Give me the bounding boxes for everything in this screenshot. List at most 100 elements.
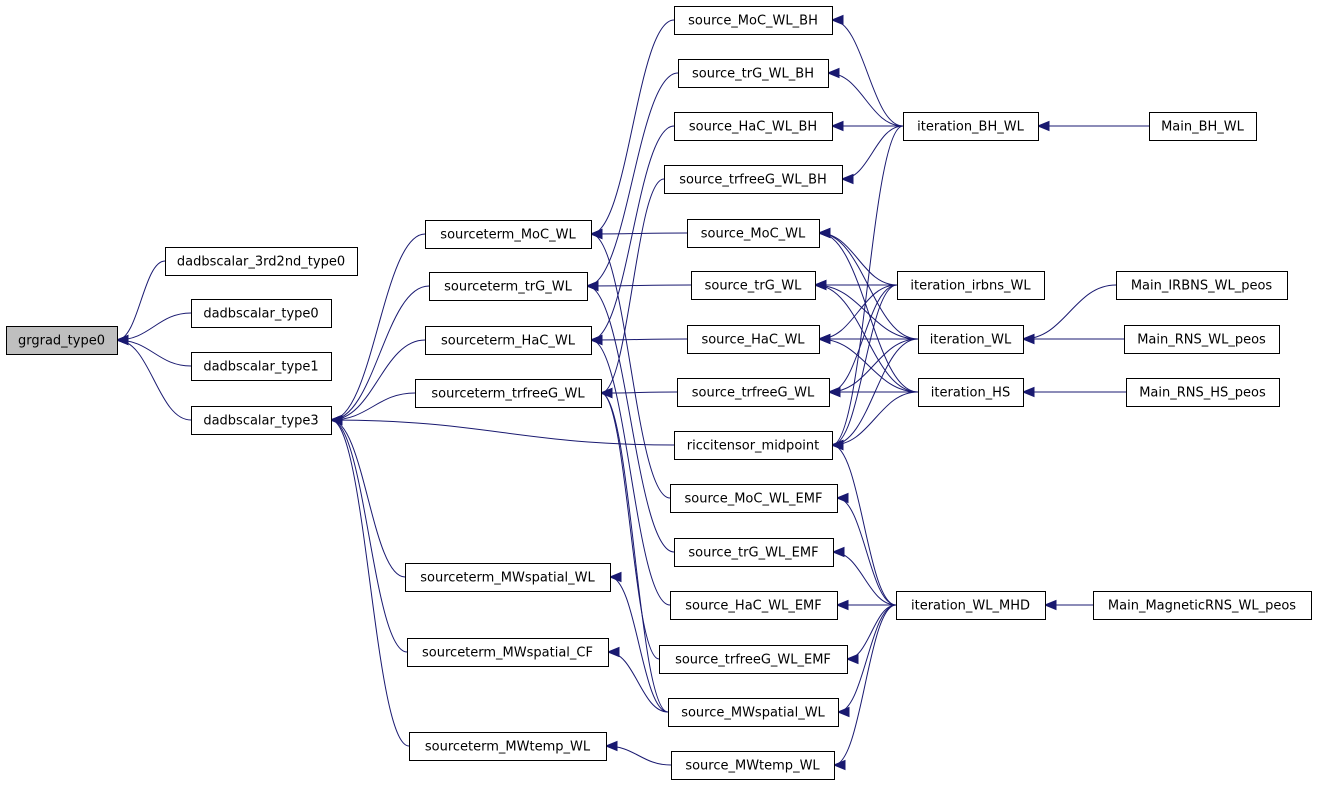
node-box [425,220,592,249]
edge-sourceterm_trG_WL-to-dadbscalar_type3 [330,285,430,421]
arrowhead-iteration_HS-to-source_HaC_WL [817,333,831,345]
node-box [659,645,848,674]
arrowhead-iteration_BH_WL-to-source_MoC_WL_BH [830,14,844,26]
arrowhead-iteration_BH_WL-to-source_trfreeG_WL_BH [840,173,854,185]
node-source_trfreeG_WL[interactable]: source_trfreeG_WL [677,378,830,407]
edge-iteration_BH_WL-to-source_MoC_WL_BH [831,19,904,127]
node-source_MoC_WL[interactable]: source_MoC_WL [687,219,820,248]
node-iteration_HS[interactable]: iteration_HS [918,378,1024,407]
edges-layer [115,14,1149,771]
node-source_trG_WL_EMF[interactable]: source_trG_WL_EMF [674,538,834,567]
node-box [191,406,332,435]
edge-source_MWspatial_WL-to-sourceterm_MWspatial_WL [609,576,669,713]
edge-sourceterm_MoC_WL-to-dadbscalar_type3 [330,233,426,421]
node-label: dadbscalar_3rd2nd_type0 [177,255,345,270]
node-label: source_trG_WL_BH [692,67,814,82]
node-grgrad_type0[interactable]: grgrad_type0 [6,326,118,355]
node-source_HaC_WL_EMF[interactable]: source_HaC_WL_EMF [670,591,838,620]
node-box [165,247,358,276]
node-sourceterm_MWspatial_CF[interactable]: sourceterm_MWspatial_CF [407,638,609,667]
node-label: source_trG_WL [705,279,803,294]
node-label: dadbscalar_type3 [203,414,318,429]
node-source_HaC_WL[interactable]: source_HaC_WL [687,325,820,354]
node-label: source_trfreeG_WL [692,386,815,401]
node-box [191,352,332,381]
node-Main_RNS_HS_peos[interactable]: Main_RNS_HS_peos [1126,378,1280,407]
node-source_MWspatial_WL[interactable]: source_MWspatial_WL [668,698,839,727]
node-source_MWtemp_WL[interactable]: source_MWtemp_WL [671,751,835,780]
node-source_trG_WL[interactable]: source_trG_WL [691,271,816,300]
node-label: iteration_WL [930,333,1012,348]
node-sourceterm_trfreeG_WL[interactable]: sourceterm_trfreeG_WL [415,379,602,408]
edge-Main_IRBNS_WL_peos-to-iteration_WL [1022,284,1117,340]
node-label: source_MoC_WL_EMF [685,492,823,507]
node-box [425,326,592,355]
arrowhead-iteration_WL_MHD-to-source_MWspatial_WL [836,706,850,718]
node-box [668,698,839,727]
node-sourceterm_trG_WL[interactable]: sourceterm_trG_WL [429,272,588,301]
node-iteration_WL[interactable]: iteration_WL [918,325,1024,354]
node-source_HaC_WL_BH[interactable]: source_HaC_WL_BH [674,112,833,141]
node-dadbscalar_type1[interactable]: dadbscalar_type1 [191,352,332,381]
node-source_MoC_WL_BH[interactable]: source_MoC_WL_BH [674,6,833,35]
node-label: riccitensor_midpoint [687,439,819,454]
arrowhead-Main_RNS_WL_peos-to-iteration_WL [1021,333,1035,345]
node-box [903,112,1039,141]
edge-iteration_WL_MHD-to-source_MoC_WL_EMF [836,497,897,606]
node-sourceterm_MoC_WL[interactable]: sourceterm_MoC_WL [425,220,592,249]
node-source_trG_WL_BH[interactable]: source_trG_WL_BH [678,59,829,88]
node-iteration_WL_MHD[interactable]: iteration_WL_MHD [896,591,1046,620]
node-label: sourceterm_trfreeG_WL [431,387,585,402]
arrowhead-source_MWspatial_WL-to-sourceterm_MWspatial_CF [606,646,620,658]
edge-source_trfreeG_WL_EMF-to-sourceterm_trfreeG_WL [600,392,660,660]
node-iteration_BH_WL[interactable]: iteration_BH_WL [903,112,1039,141]
node-label: Main_RNS_HS_peos [1139,386,1266,401]
node-label: source_trfreeG_WL_BH [679,173,827,188]
edge-source_trG_WL_BH-to-sourceterm_trG_WL [586,72,679,287]
node-Main_IRBNS_WL_peos[interactable]: Main_IRBNS_WL_peos [1116,271,1288,300]
node-iteration_irbns_WL[interactable]: iteration_irbns_WL [897,271,1045,300]
edge-sourceterm_MWspatial_CF-to-dadbscalar_type3 [330,419,408,653]
node-label: source_HaC_WL_EMF [685,599,822,614]
node-box [407,638,609,667]
node-Main_MagneticRNS_WL_peos[interactable]: Main_MagneticRNS_WL_peos [1093,591,1312,620]
node-source_trfreeG_WL_BH[interactable]: source_trfreeG_WL_BH [664,165,843,194]
edge-source_MWspatial_WL-to-sourceterm_trfreeG_WL [600,392,669,713]
node-dadbscalar_type0[interactable]: dadbscalar_type0 [191,299,332,328]
node-Main_BH_WL[interactable]: Main_BH_WL [1149,112,1257,141]
edge-iteration_WL-to-source_trfreeG_WL [828,338,919,393]
arrowhead-iteration_WL_MHD-to-source_MWtemp_WL [832,759,846,771]
node-box [1124,325,1280,354]
node-label: source_HaC_WL [701,333,805,348]
node-source_trfreeG_WL_EMF[interactable]: source_trfreeG_WL_EMF [659,645,848,674]
node-dadbscalar_3rd2nd_type0[interactable]: dadbscalar_3rd2nd_type0 [165,247,358,276]
node-label: source_MoC_WL [701,227,806,242]
node-box [409,732,607,761]
edge-sourceterm_HaC_WL-to-dadbscalar_type3 [330,339,426,421]
node-sourceterm_MWspatial_WL[interactable]: sourceterm_MWspatial_WL [405,563,611,592]
arrowhead-sourceterm_MWtemp_WL-to-dadbscalar_type3 [329,414,343,426]
node-label: dadbscalar_type1 [203,360,318,375]
node-source_MoC_WL_EMF[interactable]: source_MoC_WL_EMF [670,484,838,513]
edge-dadbscalar_type3-to-grgrad_type0 [116,339,192,421]
edge-iteration_WL-to-source_trG_WL [814,284,919,340]
node-riccitensor_midpoint[interactable]: riccitensor_midpoint [674,431,833,460]
node-label: Main_IRBNS_WL_peos [1131,279,1273,294]
node-sourceterm_MWtemp_WL[interactable]: sourceterm_MWtemp_WL [409,732,607,761]
node-label: sourceterm_trG_WL [444,280,572,295]
node-box [918,325,1024,354]
node-dadbscalar_type3[interactable]: dadbscalar_type3 [191,406,332,435]
arrowhead-Main_RNS_HS_peos-to-iteration_HS [1021,386,1035,398]
node-box [405,563,611,592]
arrowhead-source_MWspatial_WL-to-sourceterm_trfreeG_WL [599,387,613,399]
edge-dadbscalar_3rd2nd_type0-to-grgrad_type0 [116,260,166,341]
edge-iteration_HS-to-source_trG_WL [814,284,919,393]
node-box [670,484,838,513]
nodes-layer: grgrad_type0 dadbscalar_3rd2nd_type0dadbs… [6,6,1312,780]
node-box [687,325,820,354]
node-Main_RNS_WL_peos[interactable]: Main_RNS_WL_peos [1124,325,1280,354]
node-sourceterm_HaC_WL[interactable]: sourceterm_HaC_WL [425,326,592,355]
arrowhead-iteration_HS-to-source_trG_WL [813,279,827,291]
arrowhead-iteration_WL_MHD-to-source_MoC_WL_EMF [835,492,849,504]
